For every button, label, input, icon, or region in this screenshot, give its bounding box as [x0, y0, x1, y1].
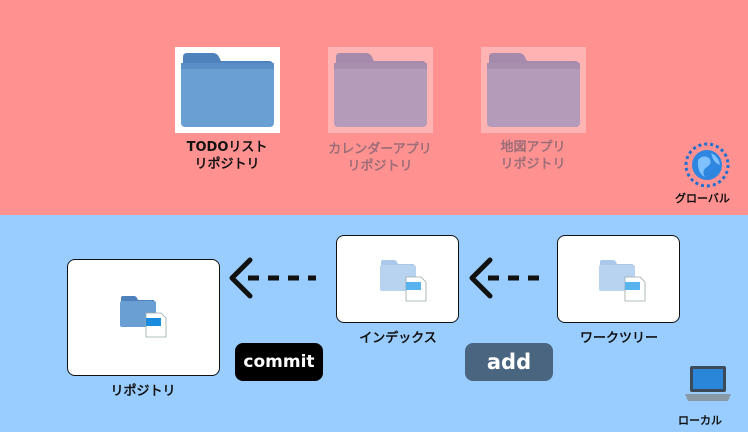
global-label: グローバル: [675, 192, 730, 205]
arrow-left-icon: [469, 257, 548, 299]
local-label: ローカル: [678, 414, 722, 427]
index-label: インデックス: [359, 331, 437, 346]
todo-repo-folder-tile: [175, 47, 280, 133]
map-repo-label-line2: リポジトリ: [500, 157, 566, 172]
todo-repo-label-line1: TODOリスト: [186, 140, 268, 155]
index-box: [336, 235, 459, 323]
calendar-repo-label-line1: カレンダーアプリ: [328, 142, 432, 157]
calendar-repo-folder-tile: [328, 47, 433, 133]
folder-icon: [334, 53, 427, 127]
folder-with-file-icon: [120, 296, 167, 338]
arrow-left-icon: [229, 257, 316, 299]
commit-label: commit: [235, 343, 323, 381]
worktree-box: [557, 235, 680, 323]
todo-repo-label: TODOリスト リポジトリ: [167, 139, 287, 173]
add-label: add: [465, 343, 553, 381]
globe-icon: [684, 142, 730, 188]
folder-icon: [181, 53, 274, 127]
todo-repo-label-line2: リポジトリ: [194, 157, 260, 172]
folder-icon: [487, 53, 580, 127]
worktree-label: ワークツリー: [579, 331, 658, 346]
map-repo-folder-tile: [481, 47, 586, 133]
folder-with-file-icon: [599, 260, 646, 302]
calendar-repo-label-line2: リポジトリ: [347, 159, 413, 174]
laptop-icon: [685, 366, 731, 401]
repository-label: リポジトリ: [110, 384, 176, 399]
map-repo-label: 地図アプリ リポジトリ: [473, 139, 593, 173]
map-repo-label-line1: 地図アプリ: [500, 140, 566, 155]
calendar-repo-label: カレンダーアプリ リポジトリ: [310, 141, 450, 175]
folder-with-file-icon: [380, 260, 427, 302]
repository-box: [67, 259, 220, 376]
